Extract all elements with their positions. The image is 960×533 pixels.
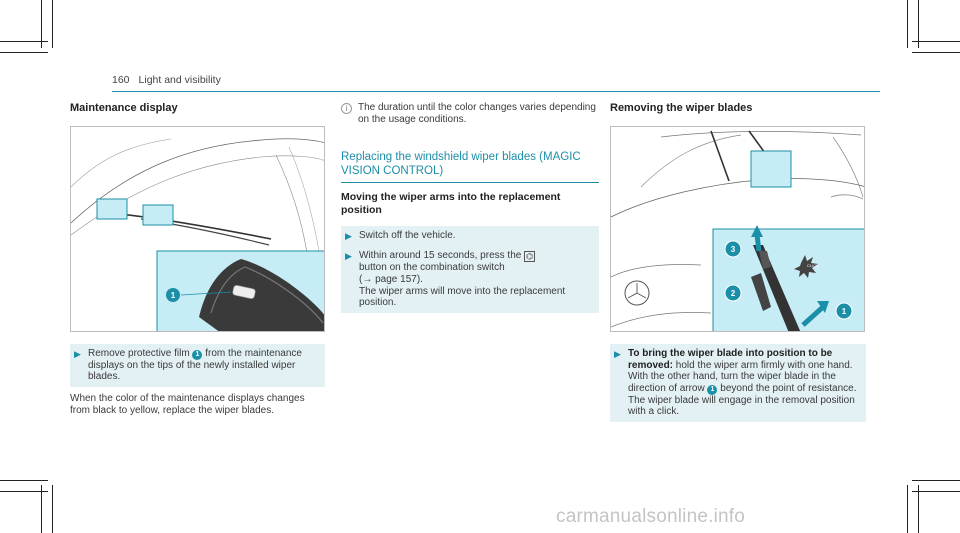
section-heading: Maintenance display bbox=[70, 102, 178, 114]
figure-removing-wiper: CLICK 3 2 1 bbox=[610, 126, 865, 332]
column-maintenance-display: Maintenance display 1 ▶ Remove protectiv… bbox=[70, 102, 325, 416]
step-text-post: from the maintenance displays on the tip… bbox=[88, 348, 302, 383]
crop-mark bbox=[0, 52, 48, 53]
car-front-illustration: CLICK 3 2 1 bbox=[611, 130, 864, 331]
step-text-post: The wiper blade will engage in the remov… bbox=[628, 394, 855, 418]
callout-badge: 1 bbox=[192, 349, 203, 360]
crop-mark bbox=[912, 491, 960, 492]
crop-mark bbox=[52, 485, 53, 533]
figure-callout-1: 1 bbox=[171, 291, 176, 300]
note-text: The duration until the color changes var… bbox=[358, 102, 596, 125]
step-text-mid: beyond the point of resistance. bbox=[720, 382, 857, 394]
step-text-pre: Remove protective film bbox=[88, 348, 190, 359]
info-icon: i bbox=[341, 103, 352, 114]
page-header: 160 Light and visibility bbox=[112, 74, 221, 86]
step-text-pre: hold the wiper arm firmly with one hand.… bbox=[628, 359, 853, 394]
info-note: i The duration until the color changes v… bbox=[341, 102, 599, 125]
step-2-pre: Within around 15 seconds, press the bbox=[359, 250, 522, 262]
crop-mark bbox=[41, 0, 42, 48]
section-heading-blue: Replacing the windshield wiper blades (M… bbox=[341, 150, 599, 184]
step-arrow-icon: ▶ bbox=[74, 349, 81, 359]
crop-mark bbox=[907, 0, 908, 48]
crop-mark bbox=[41, 485, 42, 533]
step-arrow-icon: ▶ bbox=[345, 251, 352, 262]
crop-mark bbox=[912, 41, 960, 42]
instruction-step: ▶ To bring the wiper blade into position… bbox=[610, 344, 866, 422]
figure-callout-2: 2 bbox=[731, 289, 736, 298]
column-removing: Removing the wiper blades CLICK bbox=[610, 102, 866, 422]
crop-mark bbox=[0, 41, 48, 42]
crop-mark bbox=[0, 480, 48, 481]
page-reference-link[interactable]: (→ page 157). bbox=[359, 274, 423, 286]
step-bold-lead: To bring the wiper blade into position t… bbox=[628, 348, 833, 371]
subheading: Moving the wiper arms into the replaceme… bbox=[341, 191, 561, 217]
crop-mark bbox=[912, 480, 960, 481]
crop-mark bbox=[52, 0, 53, 48]
step-2-post: The wiper arms will move into the replac… bbox=[359, 285, 566, 309]
step-2-mid: button on the combination switch bbox=[359, 262, 505, 274]
figure-callout-3: 3 bbox=[731, 245, 736, 254]
section-title: Light and visibility bbox=[138, 74, 221, 86]
instruction-steps: ▶ Switch off the vehicle. ▶ Within aroun… bbox=[341, 226, 599, 313]
column-replacing: i The duration until the color changes v… bbox=[341, 102, 599, 313]
step-arrow-icon: ▶ bbox=[345, 231, 352, 242]
step-arrow-icon: ▶ bbox=[614, 349, 621, 359]
windshield-illustration: 1 bbox=[71, 138, 324, 331]
crop-mark bbox=[0, 491, 48, 492]
crop-mark bbox=[912, 52, 960, 53]
wiper-button-icon: ⌬ bbox=[524, 251, 536, 263]
click-label: CLICK bbox=[807, 263, 819, 268]
instruction-step: ▶ Remove protective film 1 from the main… bbox=[70, 344, 325, 387]
watermark: carmanualsonline.info bbox=[556, 506, 746, 527]
callout-badge: 1 bbox=[707, 384, 718, 395]
page-number: 160 bbox=[112, 74, 130, 86]
crop-mark bbox=[907, 485, 908, 533]
step-1-text: Switch off the vehicle. bbox=[359, 230, 456, 242]
figure-maintenance-display: 1 bbox=[70, 126, 325, 332]
section-heading: Removing the wiper blades bbox=[610, 102, 753, 114]
figure-callout-1: 1 bbox=[842, 307, 847, 316]
crop-mark bbox=[918, 485, 919, 533]
body-paragraph: When the color of the maintenance displa… bbox=[70, 392, 305, 416]
header-rule bbox=[112, 91, 880, 92]
crop-mark bbox=[918, 0, 919, 48]
